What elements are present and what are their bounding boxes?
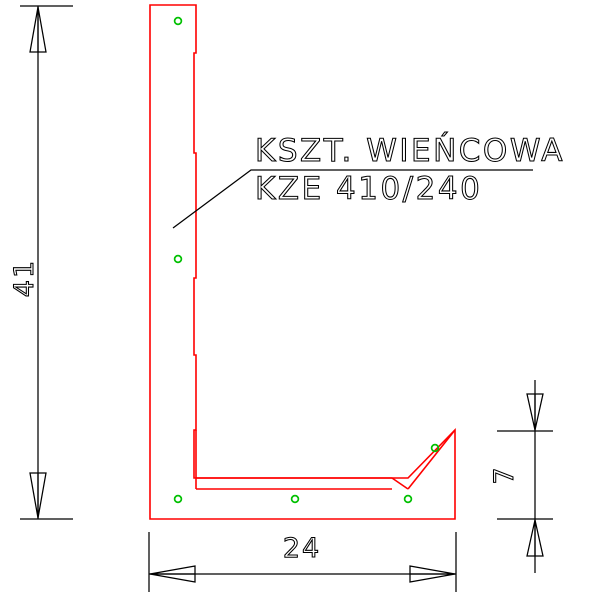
dimension-height-text: 41 xyxy=(9,259,40,297)
profile-designation-text: KZE 410/240 xyxy=(255,171,482,207)
profile-outline-group xyxy=(149,4,456,520)
dimension-thickness-text: 7 xyxy=(489,465,520,484)
width-arrow-right xyxy=(409,565,456,583)
width-arrow-left xyxy=(149,565,196,583)
thickness-arrow-bottom xyxy=(526,519,544,557)
profile-inner-contour xyxy=(196,477,409,490)
thickness-arrow-top xyxy=(526,393,544,431)
profile-chamfer-edge xyxy=(407,429,456,490)
leader-line xyxy=(172,169,533,229)
bolt-hole-bottom-right xyxy=(403,494,413,504)
bolt-hole-top-left xyxy=(173,16,183,26)
dimension-height-group xyxy=(20,5,73,520)
label-leader-group xyxy=(172,169,533,229)
bolt-hole-mid-left xyxy=(173,254,183,264)
dimension-thickness-group xyxy=(497,380,553,573)
bolt-holes-group xyxy=(173,16,440,504)
height-arrow-top xyxy=(29,6,47,53)
height-arrow-bottom xyxy=(29,472,47,519)
bolt-hole-bottom-center xyxy=(290,494,300,504)
dimension-width-group xyxy=(148,532,457,592)
profile-title-text: KSZT. WIEŃCOWA xyxy=(255,133,565,169)
dimension-width-text: 24 xyxy=(283,533,321,564)
bolt-hole-upper-right xyxy=(430,443,440,453)
bolt-hole-bottom-left xyxy=(173,494,183,504)
